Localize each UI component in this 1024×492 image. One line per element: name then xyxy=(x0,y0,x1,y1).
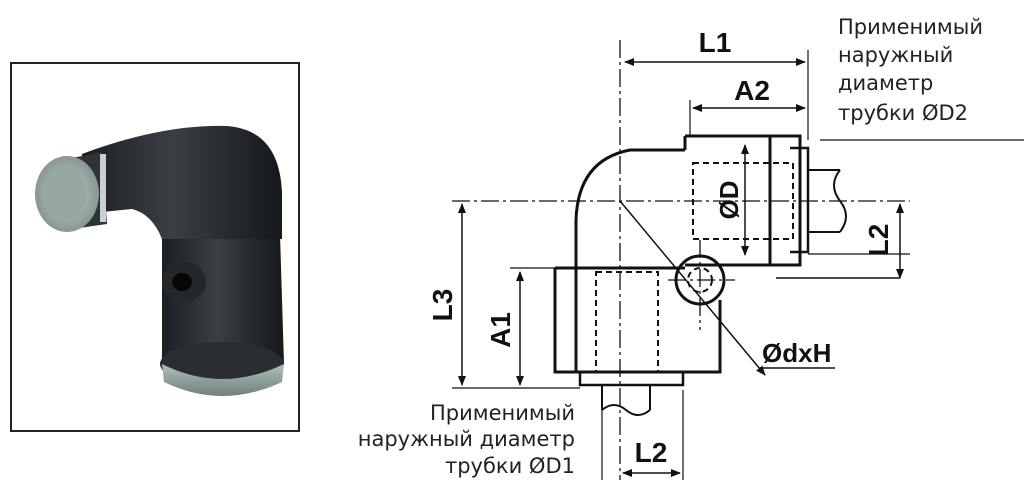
dimension-lines xyxy=(458,58,904,477)
tube-right xyxy=(808,169,847,233)
dim-label-dxh: ØdxH xyxy=(762,338,831,368)
dim-label-l2-right: L2 xyxy=(863,224,894,257)
note-bottom-line-1: Применимый xyxy=(430,401,575,425)
extension-lines xyxy=(452,50,1024,480)
dim-label-a1: A1 xyxy=(485,312,516,348)
dim-label-l1: L1 xyxy=(699,27,732,58)
note-top-line-2: наружный xyxy=(838,43,953,67)
note-top-right: Применимый наружный диаметр трубки ØD2 xyxy=(838,15,983,125)
tube-bottom xyxy=(601,385,651,416)
note-bottom-line-3: трубки ØD1 xyxy=(445,454,575,478)
note-top-line-3: диаметр xyxy=(838,71,933,95)
product-photo-frame xyxy=(10,62,300,432)
note-bottom-left: Применимый наружный диаметр трубки ØD1 xyxy=(358,401,575,478)
dim-label-l3: L3 xyxy=(427,289,458,322)
dim-label-l2-bottom: L2 xyxy=(635,437,668,468)
note-top-line-4: трубки ØD2 xyxy=(838,101,968,125)
note-bottom-line-2: наружный диаметр xyxy=(358,427,575,451)
dim-label-d: ØD xyxy=(714,181,744,220)
elbow-fitting-photo-icon xyxy=(35,125,284,396)
dim-label-a2: A2 xyxy=(734,75,770,106)
center-lines xyxy=(452,40,910,480)
note-top-line-1: Применимый xyxy=(838,15,983,39)
